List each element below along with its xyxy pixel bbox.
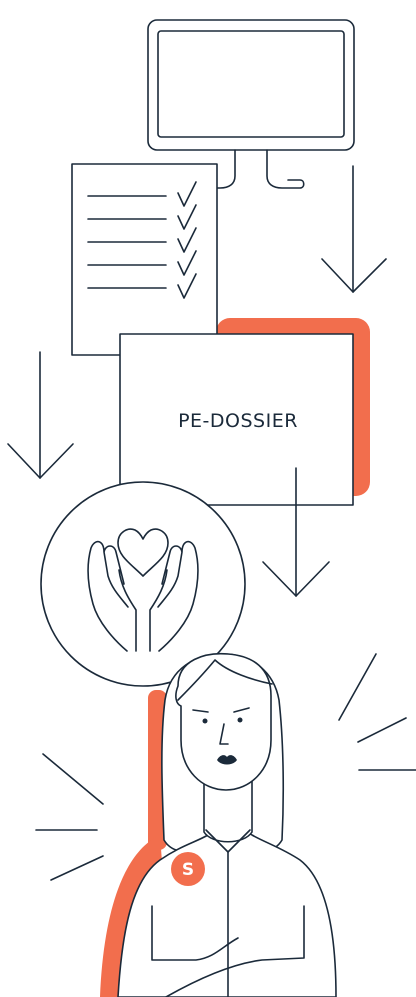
heart-icon xyxy=(117,528,169,577)
arm-right xyxy=(165,905,305,997)
mouth xyxy=(217,755,237,765)
radiating-lines xyxy=(35,653,416,881)
nose xyxy=(219,723,229,745)
right-eyebrow xyxy=(233,707,250,713)
person-neck xyxy=(203,779,253,843)
down-arrow-icon xyxy=(262,467,330,597)
arm-left xyxy=(151,905,239,961)
check-marks xyxy=(177,181,197,299)
checklist-icon xyxy=(71,163,218,356)
down-arrow-icon xyxy=(321,165,387,293)
down-arrow-icon xyxy=(7,351,74,479)
left-eyebrow xyxy=(192,709,209,713)
monitor-icon xyxy=(147,19,355,189)
heart-hands-icon xyxy=(40,481,246,687)
left-hand xyxy=(87,540,137,652)
badge-letter: S xyxy=(182,860,194,880)
s-badge: S xyxy=(171,852,205,886)
right-hand xyxy=(149,540,199,652)
dossier-box: PE-DOSSIER xyxy=(119,333,354,506)
person-face xyxy=(175,652,272,791)
dossier-label: PE-DOSSIER xyxy=(178,410,298,432)
checklist-lines xyxy=(87,195,167,289)
person-bangs xyxy=(177,659,273,701)
